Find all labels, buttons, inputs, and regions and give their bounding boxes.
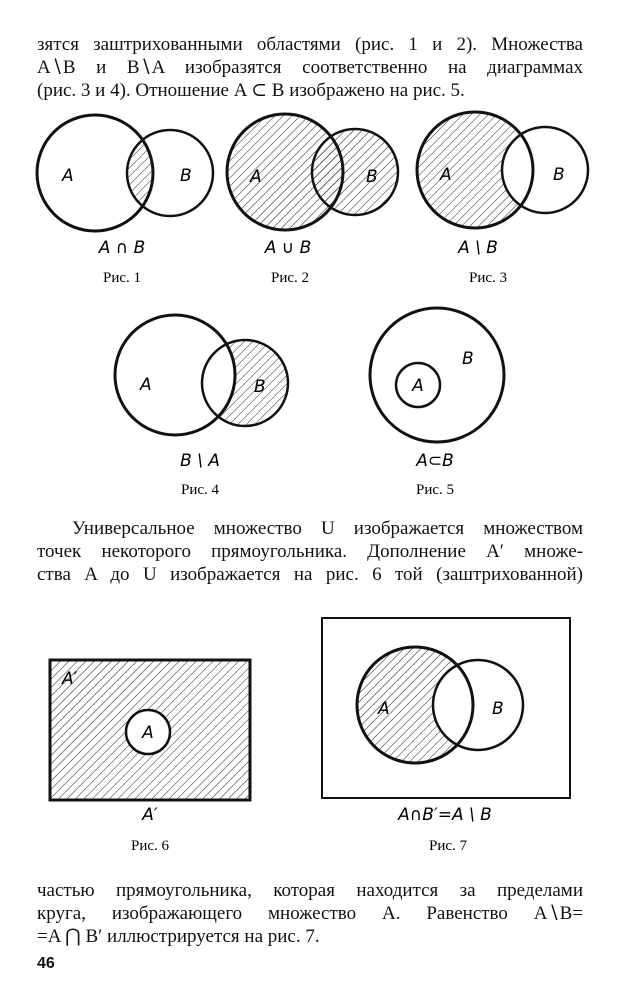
paragraph-bottom-line-3: =A ⋂ B′ иллюстрируется на рис. 7. — [37, 926, 320, 947]
page-number: 46 — [37, 955, 55, 972]
circle-b — [431, 658, 525, 752]
label-a: A — [141, 723, 154, 743]
label-b: B — [462, 349, 474, 369]
label-b: B — [254, 377, 266, 397]
label-a: A — [249, 167, 262, 187]
label-b: B — [366, 167, 378, 187]
label-a: A — [411, 376, 424, 396]
paragraph-top-line-2: A∖B и B∖A изобразятся соответственно на … — [37, 57, 583, 78]
circle-a — [415, 110, 535, 230]
label-a: A — [61, 166, 74, 186]
formula: A \ B — [457, 238, 498, 258]
circle-a — [124, 708, 172, 756]
formula: A ∪ B — [264, 238, 312, 258]
circle-b — [200, 338, 290, 428]
figure-3: A B A \ B Рис. 3 — [415, 110, 590, 286]
label-b: B — [492, 699, 504, 719]
paragraph-middle-line-3: ства A до U изображается на рис. 6 той (… — [37, 564, 583, 585]
circle-a — [225, 112, 345, 232]
formula: A′ — [141, 805, 158, 825]
circle-b — [125, 128, 215, 218]
paragraph-bottom-line-2: круга, изображающего множество A. Равенс… — [37, 903, 583, 924]
formula: A⊂B — [415, 451, 454, 471]
caption: Рис. 3 — [469, 270, 507, 286]
circle-a — [35, 113, 155, 233]
figure-2: A B A ∪ B Рис. 2 — [225, 112, 400, 286]
circle-a — [394, 361, 442, 409]
paragraph-middle-line-2: точек некоторого прямоугольника. Дополне… — [37, 541, 583, 562]
figure-1: A B A ∩ B Рис. 1 — [35, 113, 215, 286]
caption: Рис. 7 — [429, 838, 468, 854]
formula: B \ A — [180, 451, 220, 471]
figure-7: A B A∩B′=A \ B Рис. 7 — [321, 617, 571, 854]
figure-6: A A′ A′ Рис. 6 — [48, 658, 252, 854]
caption: Рис. 1 — [103, 270, 141, 286]
label-b: B — [180, 166, 192, 186]
paragraph-bottom-line-1: частью прямоугольника, которая находится… — [37, 880, 583, 901]
formula: A∩B′=A \ B — [397, 805, 492, 825]
label-a: A — [439, 165, 452, 185]
paragraph-middle-line-1: Универсальное множество U изображается м… — [72, 518, 583, 539]
circle-a — [355, 645, 475, 765]
caption: Рис. 5 — [416, 482, 454, 498]
formula: A ∩ B — [98, 238, 146, 258]
label-complement-inside: A′ — [61, 669, 78, 689]
circle-b — [310, 127, 400, 217]
universal-rectangle — [321, 617, 571, 799]
circle-b — [500, 125, 590, 215]
label-a: A — [377, 699, 390, 719]
caption: Рис. 4 — [181, 482, 220, 498]
figure-4: A B B \ A Рис. 4 — [113, 313, 290, 498]
label-b: B — [553, 165, 565, 185]
label-a: A — [139, 375, 152, 395]
circle-a — [113, 313, 237, 437]
caption: Рис. 6 — [131, 838, 170, 854]
figure-5: A B A⊂B Рис. 5 — [368, 306, 506, 498]
circle-b — [368, 306, 506, 444]
paragraph-top-line-1: зятся заштрихованными областями (рис. 1 … — [37, 34, 583, 55]
paragraph-top-line-3: (рис. 3 и 4). Отношение A ⊂ B изображено… — [37, 80, 465, 101]
caption: Рис. 2 — [271, 270, 309, 286]
